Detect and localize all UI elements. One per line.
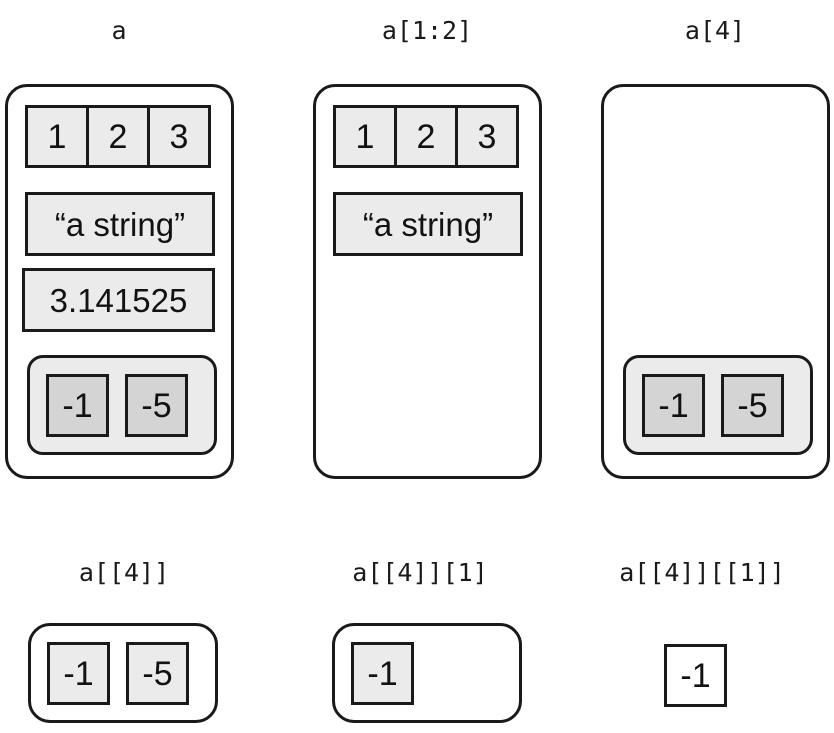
panel-a-string-cell: “a string” <box>25 192 215 256</box>
panel-label-a-dbl-index-dbl: a[[4]][[1]] <box>619 558 785 587</box>
panel-a-slice-vector: 1 2 3 <box>333 105 519 168</box>
nested-cell: -5 <box>721 374 784 437</box>
panel-label-a-dbl-index-single: a[[4]][1] <box>352 558 488 587</box>
vector-cell: 3 <box>147 105 211 168</box>
nested-cell: -5 <box>125 374 188 437</box>
panel-label-a-index: a[4] <box>684 16 746 45</box>
panel-a-vector: 1 2 3 <box>25 105 211 168</box>
scalar-cell: -1 <box>664 644 727 707</box>
panel-a-slice-string-cell: “a string” <box>333 192 523 256</box>
vector-cell: 2 <box>394 105 458 168</box>
panel-label-a-dbl-index: a[[4]] <box>78 558 170 587</box>
list-cell: -1 <box>47 642 110 705</box>
vector-cell: 2 <box>86 105 150 168</box>
panel-label-a-slice: a[1:2] <box>381 16 473 45</box>
nested-cell: -1 <box>642 374 705 437</box>
vector-cell: 3 <box>455 105 519 168</box>
list-cell: -5 <box>126 642 189 705</box>
vector-cell: 1 <box>25 105 89 168</box>
nested-cell: -1 <box>46 374 109 437</box>
list-cell: -1 <box>351 642 414 705</box>
panel-a-number-cell: 3.141525 <box>22 268 215 332</box>
panel-label-a: a <box>111 16 127 45</box>
vector-cell: 1 <box>333 105 397 168</box>
